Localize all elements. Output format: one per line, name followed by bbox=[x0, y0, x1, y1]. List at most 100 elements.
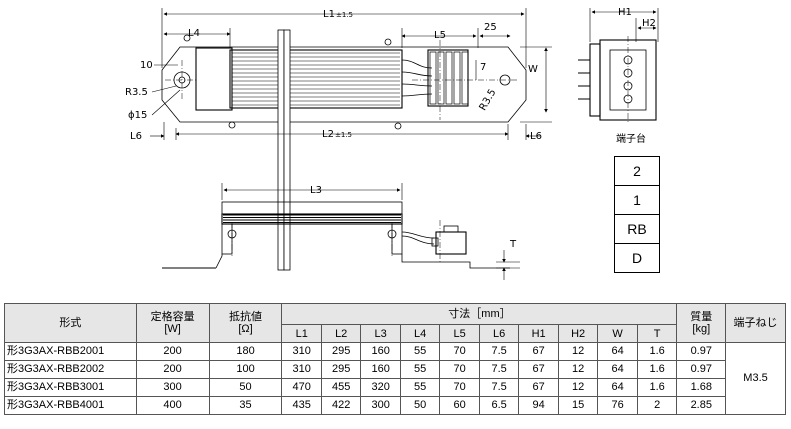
label-L2-tolerance: ±1.5 bbox=[335, 131, 352, 139]
terminal-strip bbox=[429, 51, 437, 105]
terminal-screws bbox=[578, 55, 633, 104]
terminal-2: 2 bbox=[615, 157, 659, 186]
cell-dim-t: 1.6 bbox=[636, 378, 678, 397]
cell-dim-l6: 6.5 bbox=[478, 396, 520, 415]
cell-dim-l3: 300 bbox=[360, 396, 401, 415]
cell-dim-l5: 70 bbox=[439, 378, 480, 397]
terminal-d: D bbox=[631, 250, 643, 266]
cell-dim-l1: 310 bbox=[281, 342, 322, 361]
cell-resistance: 35 bbox=[208, 396, 283, 415]
cell-model: 形3G3AX-RBB2001 bbox=[4, 342, 137, 361]
label-R35-left: R3.5 bbox=[125, 87, 148, 98]
cell-dim-l5: 60 bbox=[439, 396, 480, 415]
header-dim-t: T bbox=[636, 324, 678, 343]
cell-dim-l6: 7.5 bbox=[478, 360, 520, 379]
cell-dim-h2: 12 bbox=[557, 342, 599, 361]
header-dim-l1: L1 bbox=[281, 324, 322, 343]
cell-dim-l2: 422 bbox=[320, 396, 362, 415]
side-view: L3 T bbox=[162, 183, 520, 280]
cell-dim-l3: 160 bbox=[360, 342, 401, 361]
label-L2: L2 bbox=[322, 129, 334, 140]
cell-resistance: 180 bbox=[208, 342, 283, 361]
label-L6-right: L6 bbox=[530, 131, 542, 142]
header-mass: 質量[kg] bbox=[676, 303, 727, 343]
cell-dim-h1: 67 bbox=[518, 378, 559, 397]
cell-dim-h1: 67 bbox=[518, 360, 559, 379]
header-model: 形式 bbox=[4, 303, 137, 343]
cell-mass: 1.68 bbox=[676, 378, 727, 397]
header-resistance: 抵抗値[Ω] bbox=[208, 303, 283, 343]
cell-model: 形3G3AX-RBB4001 bbox=[4, 396, 137, 415]
cell-dim-t: 1.6 bbox=[636, 342, 678, 361]
cell-terminal-screw: M3.5 bbox=[725, 342, 786, 415]
cell-mass: 2.85 bbox=[676, 396, 727, 415]
cell-dim-l2: 455 bbox=[320, 378, 362, 397]
label-H2: H2 bbox=[642, 18, 656, 29]
header-dim-l3: L3 bbox=[360, 324, 401, 343]
header-dim-w: W bbox=[597, 324, 638, 343]
cell-dim-h1: 94 bbox=[518, 396, 559, 415]
cell-dim-l5: 70 bbox=[439, 360, 480, 379]
cell-dim-l3: 160 bbox=[360, 360, 401, 379]
label-L6-left: L6 bbox=[130, 131, 142, 142]
label-H1: H1 bbox=[618, 7, 632, 18]
cell-dim-l4: 55 bbox=[399, 378, 441, 397]
terminal-block-title: 端子台 bbox=[616, 132, 646, 145]
cell-dim-w: 76 bbox=[597, 396, 638, 415]
label-L5: L5 bbox=[434, 30, 446, 41]
cell-model: 形3G3AX-RBB3001 bbox=[4, 378, 137, 397]
label-L1: L1 bbox=[323, 9, 335, 20]
heat-sink-fins bbox=[232, 52, 400, 106]
cell-resistance: 100 bbox=[208, 360, 283, 379]
label-10: 10 bbox=[140, 60, 153, 71]
header-dim-h1: H1 bbox=[518, 324, 559, 343]
cell-resistance: 50 bbox=[208, 378, 283, 397]
cell-dim-w: 64 bbox=[597, 360, 638, 379]
cell-dim-w: 64 bbox=[597, 378, 638, 397]
label-L3: L3 bbox=[310, 185, 322, 196]
header-dim-h2: H2 bbox=[557, 324, 599, 343]
cell-dim-l1: 435 bbox=[281, 396, 322, 415]
cell-dim-l4: 50 bbox=[399, 396, 441, 415]
cell-dim-l1: 310 bbox=[281, 360, 322, 379]
cell-dim-t: 1.6 bbox=[636, 360, 678, 379]
terminal-1: 1 bbox=[615, 186, 659, 215]
label-W: W bbox=[528, 64, 538, 75]
label-25: 25 bbox=[484, 22, 497, 33]
cell-capacity: 400 bbox=[135, 396, 210, 415]
cell-capacity: 200 bbox=[135, 360, 210, 379]
cell-dim-l4: 55 bbox=[399, 360, 441, 379]
header-dim-l6: L6 bbox=[478, 324, 520, 343]
cell-dim-l5: 70 bbox=[439, 342, 480, 361]
cell-dim-l6: 7.5 bbox=[478, 378, 520, 397]
header-dim-l4: L4 bbox=[399, 324, 441, 343]
header-terminal-screw: 端子ねじ bbox=[725, 303, 786, 343]
top-view bbox=[161, 29, 527, 271]
cell-mass: 0.97 bbox=[676, 360, 727, 379]
cell-dim-t: 2 bbox=[636, 396, 678, 415]
terminal-block-legend: 2 1 RB D bbox=[614, 156, 660, 273]
label-R35-right: R3.5 bbox=[478, 87, 499, 112]
cell-dim-l4: 55 bbox=[399, 342, 441, 361]
header-dim-l2: L2 bbox=[320, 324, 362, 343]
cell-dim-l1: 470 bbox=[281, 378, 322, 397]
cell-model: 形3G3AX-RBB2002 bbox=[4, 360, 137, 379]
cell-dim-h1: 67 bbox=[518, 342, 559, 361]
side-fins bbox=[223, 214, 401, 223]
label-L4: L4 bbox=[188, 28, 200, 39]
cell-dim-l3: 320 bbox=[360, 378, 401, 397]
terminal-strip bbox=[461, 51, 469, 105]
label-phi15: ϕ15 bbox=[128, 110, 147, 121]
header-dim-l5: L5 bbox=[439, 324, 480, 343]
cell-dim-h2: 12 bbox=[557, 378, 599, 397]
cell-capacity: 200 bbox=[135, 342, 210, 361]
cell-dim-l2: 295 bbox=[320, 360, 362, 379]
terminal-strip bbox=[445, 51, 453, 105]
terminal-strip bbox=[453, 51, 461, 105]
dimension-drawing: L1 ±1.5 L4 L5 25 7 W 10 R3.5 ϕ15 R3.5 L6… bbox=[125, 7, 659, 280]
